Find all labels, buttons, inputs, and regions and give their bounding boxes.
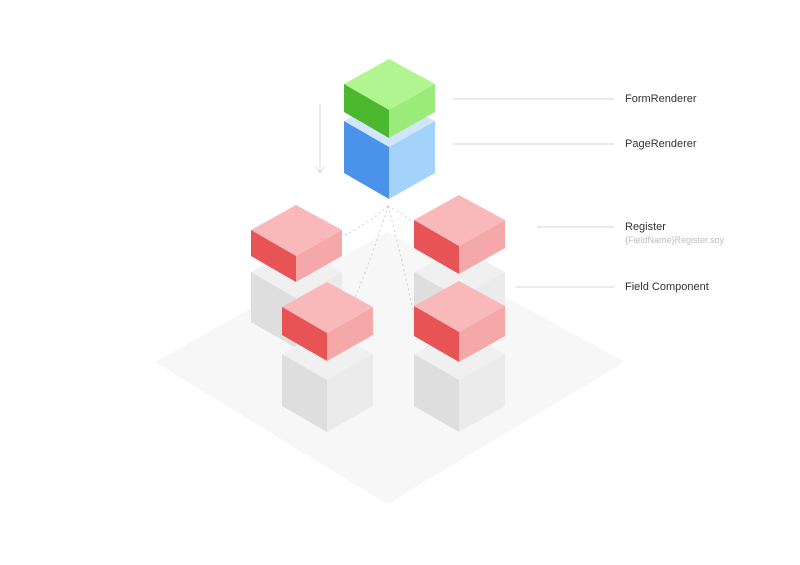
register-label: Register — [625, 221, 666, 233]
register-cube-back-right — [414, 195, 505, 274]
page-renderer-label: PageRenderer — [625, 138, 697, 150]
form-renderer-label: FormRenderer — [625, 93, 697, 105]
dashed-connectors — [344, 205, 414, 311]
down-arrow — [315, 104, 325, 174]
register-sublabel: {FieldName}Register.soy — [625, 235, 725, 245]
leader-lines — [453, 98, 614, 288]
form-renderer-cube — [344, 59, 435, 138]
register-cube-front-right — [414, 281, 505, 362]
platform — [155, 232, 625, 504]
register-cube-back-left — [251, 205, 342, 282]
register-cube-front-left — [282, 282, 373, 361]
field-component-label: Field Component — [625, 281, 709, 293]
